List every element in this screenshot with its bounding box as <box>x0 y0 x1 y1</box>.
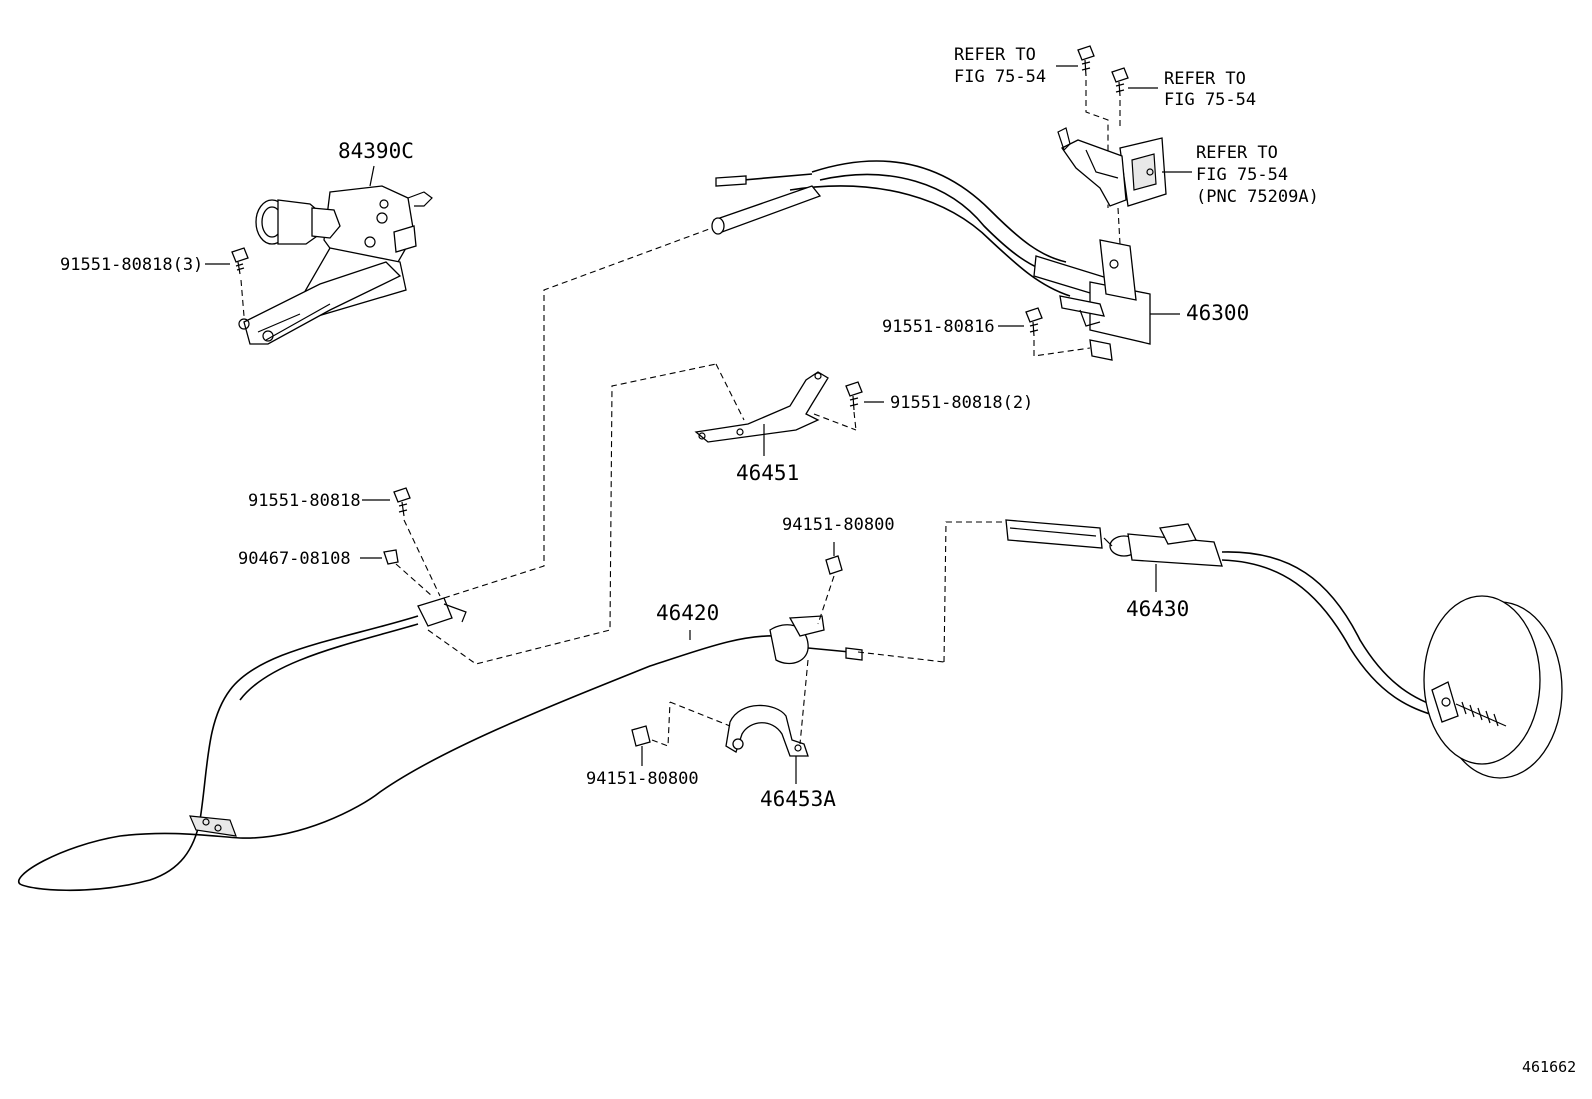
bracket-75209A <box>1057 127 1192 245</box>
clip-icon <box>360 549 433 597</box>
bolt-icon <box>362 487 441 597</box>
clamp-46453A <box>669 659 809 784</box>
refer-to-pnc-label: (PNC 75209A) <box>1196 187 1319 207</box>
bolt-icon <box>998 307 1091 357</box>
part-label-84390C: 84390C <box>338 139 414 163</box>
refer-to-fig-label-1: FIG 75-54 <box>954 67 1046 87</box>
part-label-46453A: 46453A <box>760 787 836 811</box>
nut-icon <box>817 542 843 625</box>
bolt-icon <box>1111 67 1158 128</box>
part-label-90467-08108: 90467-08108 <box>238 549 351 569</box>
front-cable-46300 <box>711 160 1180 361</box>
part-label-46451: 46451 <box>736 461 799 485</box>
rear-cable-46420 <box>17 227 863 892</box>
rear-cable-46430 <box>857 519 1441 717</box>
diagram-id: 461662 <box>1522 1058 1576 1076</box>
bolt-icon <box>1056 45 1109 208</box>
part-label-91551-80818-3: 91551-80818(3) <box>60 255 203 275</box>
brake-drum <box>1423 595 1563 779</box>
refer-to-label-1: REFER TO <box>954 45 1036 65</box>
part-label-94151-80800-top: 94151-80800 <box>782 515 895 535</box>
bolt-icon <box>205 247 249 317</box>
refer-to-fig-label-2: FIG 75-54 <box>1164 90 1256 110</box>
cable-bracket-46451 <box>694 363 857 456</box>
part-label-91551-80816: 91551-80816 <box>882 317 995 337</box>
nut-icon <box>631 701 671 766</box>
part-label-94151-80800-bottom: 94151-80800 <box>586 769 699 789</box>
refer-to-label-2: REFER TO <box>1164 69 1246 89</box>
part-label-91551-80818: 91551-80818 <box>248 491 361 511</box>
refer-to-label-3: REFER TO <box>1196 143 1278 163</box>
refer-to-fig-label-3: FIG 75-54 <box>1196 165 1288 185</box>
part-label-91551-80818-2: 91551-80818(2) <box>890 393 1033 413</box>
part-label-46430: 46430 <box>1126 597 1189 621</box>
part-label-46420: 46420 <box>656 601 719 625</box>
bolt-icon <box>845 381 884 431</box>
part-label-46300: 46300 <box>1186 301 1249 325</box>
parking-brake-pedal-assembly <box>238 165 433 345</box>
